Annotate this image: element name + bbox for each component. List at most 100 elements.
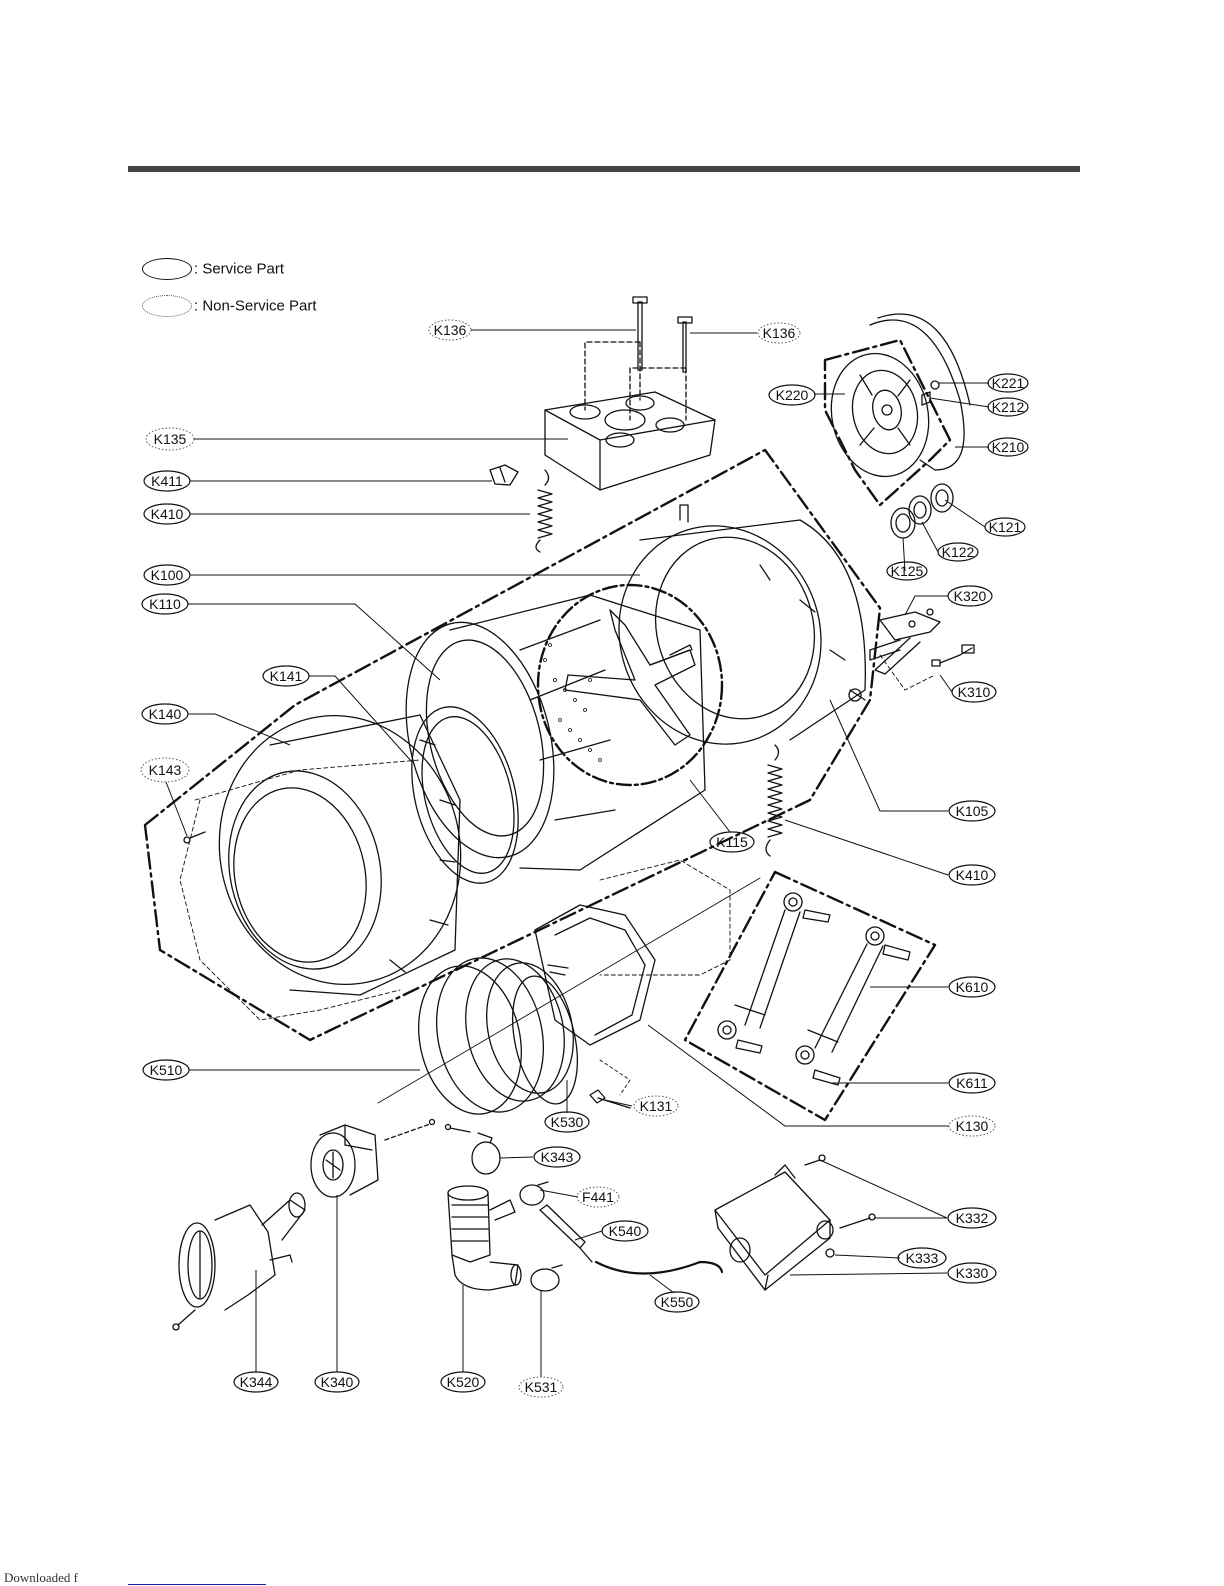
svg-text:K105: K105 — [956, 803, 989, 819]
svg-text:K140: K140 — [149, 706, 182, 722]
callout-k610: K610 — [949, 977, 995, 997]
svg-text:K333: K333 — [906, 1250, 939, 1266]
clamp-k531 — [531, 1265, 562, 1291]
callout-k411: K411 — [144, 471, 190, 491]
callout-k136b: K136 — [758, 323, 800, 343]
svg-text:F441: F441 — [582, 1189, 614, 1205]
svg-text:K410: K410 — [956, 867, 989, 883]
callout-k136a: K136 — [429, 320, 471, 340]
callout-k105: K105 — [949, 801, 995, 821]
svg-text:K135: K135 — [154, 431, 187, 447]
front-tub — [195, 693, 486, 1007]
drum-spider — [538, 585, 722, 785]
front-section-ghost — [180, 800, 400, 1020]
callout-k125: K125 — [887, 562, 927, 580]
svg-text:K310: K310 — [958, 684, 991, 700]
svg-text:K100: K100 — [151, 567, 184, 583]
callout-k115: K115 — [710, 832, 754, 852]
svg-text:K540: K540 — [609, 1223, 642, 1239]
callout-k122: K122 — [938, 543, 978, 561]
callout-k343: K343 — [534, 1147, 580, 1167]
svg-text:K121: K121 — [989, 519, 1022, 535]
svg-text:K220: K220 — [776, 387, 809, 403]
svg-text:K510: K510 — [150, 1062, 183, 1078]
pressure-switch-k330 — [715, 1155, 875, 1290]
callout-k332: K332 — [948, 1208, 996, 1228]
svg-text:K110: K110 — [149, 596, 181, 612]
callout-k140: K140 — [142, 704, 188, 724]
svg-text:K141: K141 — [270, 668, 303, 684]
svg-text:K530: K530 — [551, 1114, 584, 1130]
callout-k100: K100 — [144, 565, 190, 585]
lower-tub-ghost — [600, 860, 730, 975]
svg-text:K130: K130 — [956, 1118, 989, 1134]
callout-k121: K121 — [985, 518, 1025, 536]
svg-text:K143: K143 — [149, 762, 182, 778]
svg-text:K210: K210 — [992, 439, 1025, 455]
callout-k333: K333 — [898, 1248, 946, 1268]
svg-text:K611: K611 — [956, 1075, 988, 1091]
svg-text:K131: K131 — [640, 1098, 673, 1114]
svg-text:K411: K411 — [151, 473, 183, 489]
svg-text:K550: K550 — [661, 1294, 694, 1310]
callout-k110: K110 — [142, 594, 188, 614]
svg-text:K330: K330 — [956, 1265, 989, 1281]
svg-text:K531: K531 — [525, 1379, 558, 1395]
gasket-ring — [395, 696, 536, 895]
svg-text:K340: K340 — [321, 1374, 354, 1390]
callout-k531: K531 — [519, 1377, 563, 1397]
callout-k141: K141 — [263, 666, 309, 686]
shock-absorber-left — [718, 893, 830, 1053]
callout-k540: K540 — [602, 1221, 648, 1241]
footer-link-underline[interactable] — [128, 1584, 266, 1585]
callout-k131: K131 — [634, 1096, 678, 1116]
door-gasket-k510 — [405, 948, 584, 1124]
air-hose-fitting-k540 — [540, 1205, 592, 1262]
svg-text:K122: K122 — [942, 544, 975, 560]
shock-absorber-right — [796, 927, 910, 1085]
pump-motor-k340 — [311, 1120, 435, 1198]
callout-k330: K330 — [948, 1263, 996, 1283]
callout-k611: K611 — [949, 1073, 995, 1093]
svg-text:K332: K332 — [956, 1210, 989, 1226]
callout-k135: K135 — [146, 428, 194, 450]
lower-spring — [766, 745, 782, 856]
callout-k344: K344 — [234, 1372, 278, 1392]
clip-k411 — [490, 465, 518, 485]
callout-k510: K510 — [143, 1060, 189, 1080]
screw-k143 — [184, 832, 205, 843]
callout-k410b: K410 — [949, 865, 995, 885]
sensor-k310 — [932, 645, 974, 666]
svg-text:K343: K343 — [541, 1149, 574, 1165]
gasket-k343 — [446, 1125, 501, 1175]
callout-k220: K220 — [769, 385, 815, 405]
svg-text:K410: K410 — [151, 506, 184, 522]
callout-k530: K530 — [545, 1112, 589, 1132]
clamp-f441 — [520, 1182, 548, 1205]
pump-k344 — [173, 1193, 305, 1330]
callout-f441: F441 — [577, 1187, 619, 1207]
rear-tub — [591, 499, 865, 770]
callout-labels: K136 K136 K135 K411 K410 K100 K110 K141 … — [141, 320, 1028, 1397]
svg-text:K115: K115 — [716, 834, 748, 850]
callout-k340: K340 — [315, 1372, 359, 1392]
svg-text:K212: K212 — [992, 399, 1025, 415]
air-hose-k550 — [596, 1262, 722, 1274]
counterweight — [545, 392, 715, 490]
svg-text:K125: K125 — [891, 563, 924, 579]
callout-k210: K210 — [988, 438, 1028, 456]
svg-text:K221: K221 — [992, 375, 1025, 391]
callout-k310: K310 — [952, 682, 996, 702]
drain-hose-k520 — [448, 1186, 521, 1290]
svg-text:K136: K136 — [763, 325, 796, 341]
upper-spring — [536, 470, 552, 552]
hub-k220 — [820, 344, 940, 485]
callout-k320: K320 — [948, 586, 992, 606]
nut-k221 — [931, 381, 939, 389]
callout-k550: K550 — [655, 1292, 699, 1312]
svg-text:K610: K610 — [956, 979, 989, 995]
bearings-and-seal — [891, 484, 953, 538]
svg-text:K136: K136 — [434, 322, 467, 338]
tub-assembly-boundary — [145, 450, 880, 1040]
